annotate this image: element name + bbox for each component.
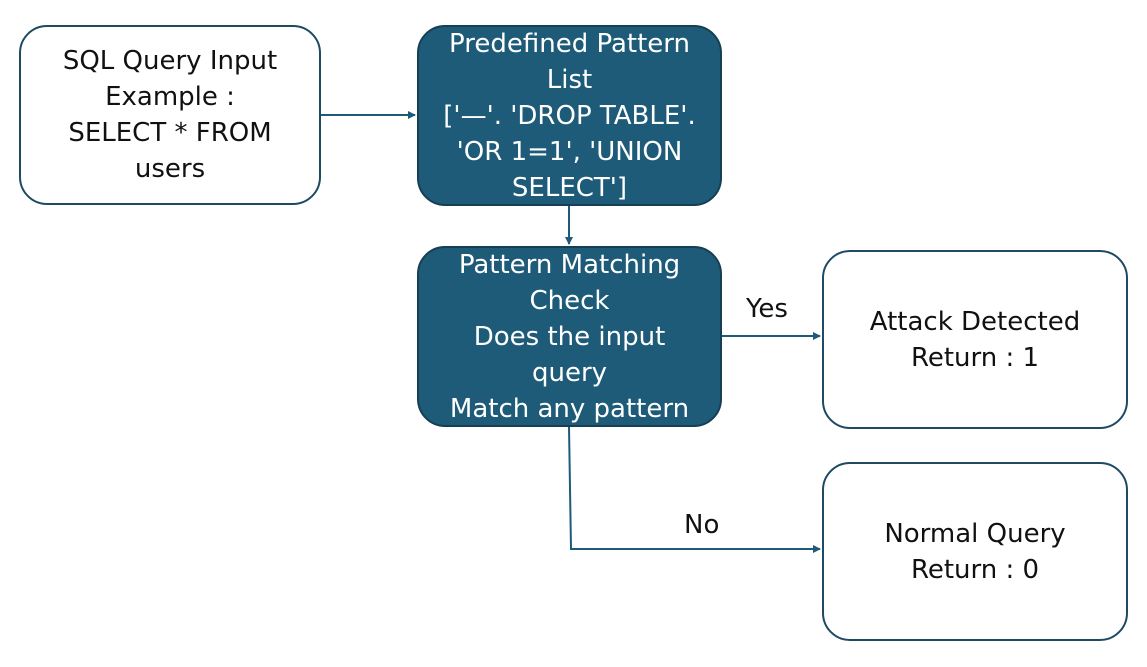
node-text-line: query (531, 357, 608, 388)
predefined-pattern-list-node: Predefined Pattern List ['—'. 'DROP TABL… (417, 25, 722, 206)
node-text-line: 'OR 1=1', 'UNION (456, 136, 683, 167)
node-text-line: SQL Query Input (62, 46, 278, 76)
node-text-line: Normal Query (884, 518, 1066, 549)
node-text-line: Return : 0 (910, 554, 1040, 585)
attack-detected-node: Attack Detected Return : 1 (822, 250, 1128, 429)
node-text-line: SELECT * FROM (68, 118, 272, 148)
node-text-line: SELECT'] (511, 172, 628, 203)
node-text-line: Attack Detected (869, 306, 1081, 337)
yes-edge-label: Yes (746, 294, 788, 324)
pattern-matching-check-node: Pattern Matching Check Does the input qu… (417, 246, 722, 427)
normal-query-node: Normal Query Return : 0 (822, 462, 1128, 641)
node-text-line: Predefined Pattern (449, 28, 690, 59)
node-text-line: Example : (105, 82, 235, 112)
node-text-line: Does the input (473, 321, 666, 352)
node-text-line: Return : 1 (910, 342, 1040, 373)
node-text-line: Match any pattern (449, 393, 690, 424)
node-text-line: Pattern Matching (458, 249, 681, 280)
node-text-line: ['—'. 'DROP TABLE'. (443, 100, 696, 131)
node-text-line: Check (529, 285, 610, 316)
node-text-line: List (546, 64, 593, 95)
arrow-check-to-normal (568, 426, 821, 553)
node-text-line: users (134, 154, 206, 184)
sql-query-input-node: SQL Query Input Example : SELECT * FROM … (19, 25, 321, 205)
no-edge-label: No (684, 510, 720, 540)
